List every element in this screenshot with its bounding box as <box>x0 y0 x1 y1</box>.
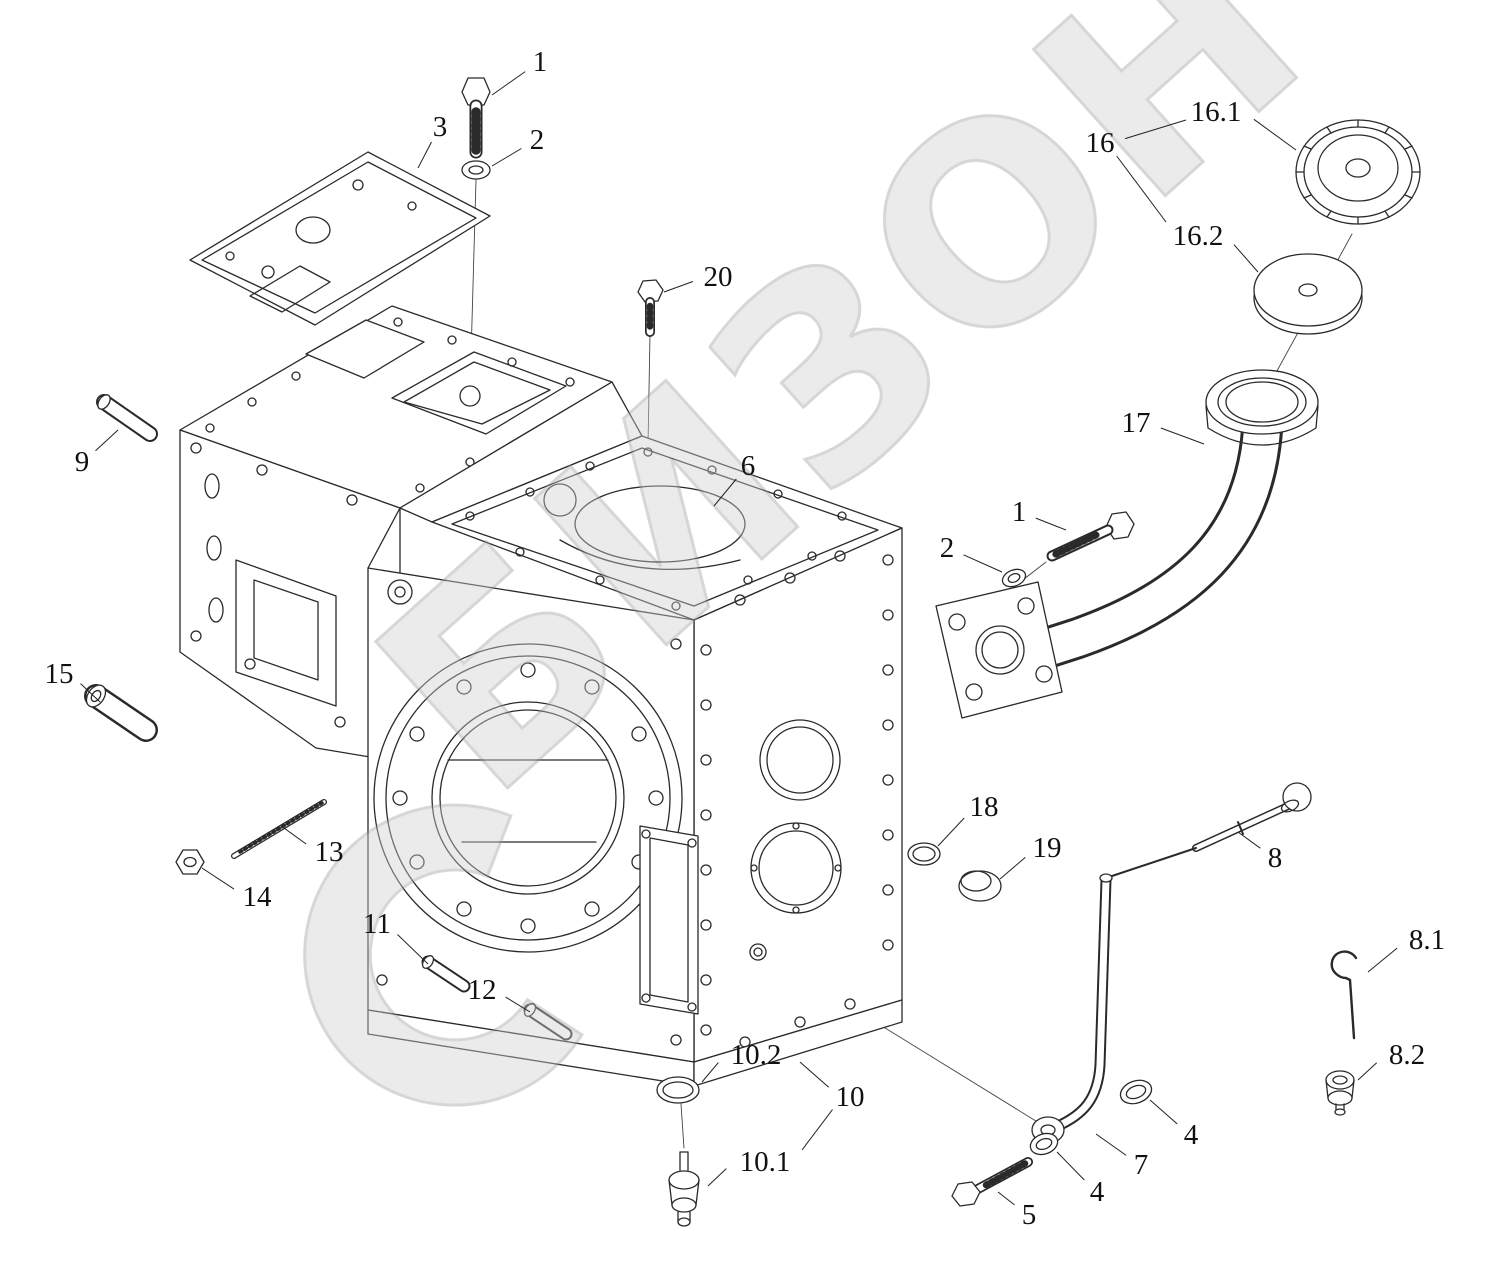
bolt-1-top <box>461 77 491 159</box>
washer-4-lower <box>1029 1132 1059 1156</box>
leader-line <box>1116 155 1167 223</box>
leader-line <box>801 1109 833 1151</box>
pin-9 <box>96 394 158 442</box>
leader-line <box>1357 1062 1378 1081</box>
bushing-15 <box>84 684 158 742</box>
plug-19 <box>958 870 1002 902</box>
callout-label: 1 <box>533 46 548 78</box>
housing-main <box>179 305 903 1087</box>
leader-line <box>963 554 1003 573</box>
callout-label: 8.2 <box>1389 1039 1425 1071</box>
leader-line <box>1095 1133 1127 1156</box>
leader-line <box>701 1062 719 1083</box>
callout-label: 8 <box>1268 842 1283 874</box>
stud-13 <box>231 799 327 859</box>
bolt-1-side <box>1046 511 1135 562</box>
callout-label: 7 <box>1134 1149 1149 1181</box>
hook-8-1 <box>1330 950 1358 1040</box>
leader-line <box>1253 118 1297 151</box>
washer-4-upper <box>1119 1079 1153 1105</box>
leader-line <box>80 683 101 703</box>
breather-10-1 <box>668 1151 700 1227</box>
leader-line <box>201 867 235 890</box>
leader-line <box>283 827 307 845</box>
callout-label: 17 <box>1122 407 1151 439</box>
callout-label: 3 <box>433 111 448 143</box>
leader-line <box>1124 119 1187 140</box>
leader-line <box>663 281 694 293</box>
leader-line <box>1149 1099 1178 1125</box>
plug-8-2 <box>1325 1070 1355 1116</box>
callout-label: 13 <box>315 836 344 868</box>
callout-label: 1 <box>1012 496 1027 528</box>
leader-line <box>1160 427 1205 445</box>
callout-label: 2 <box>940 532 955 564</box>
watermark-logo <box>303 803 584 1107</box>
filler-tube <box>995 369 1319 679</box>
oring-18 <box>907 842 941 866</box>
cover-plate <box>189 151 491 326</box>
callout-label: 16.2 <box>1173 220 1224 252</box>
filler-cap-16-1 <box>1295 119 1421 225</box>
leader-line <box>799 1061 830 1088</box>
oring-10-2 <box>656 1076 700 1104</box>
leader-line <box>491 71 526 96</box>
leader-line <box>1056 1151 1085 1181</box>
callout-label: 19 <box>1033 832 1062 864</box>
callout-label: 6 <box>741 450 756 482</box>
leader-line <box>491 148 522 167</box>
callout-label: 10.1 <box>740 1146 791 1178</box>
leader-line <box>937 817 965 847</box>
leader-line <box>1035 517 1067 531</box>
callout-label: 20 <box>704 261 733 293</box>
bolt-20 <box>637 279 664 337</box>
callout-label: 9 <box>75 446 90 478</box>
nut-14 <box>175 849 205 875</box>
callout-label: 16 <box>1086 127 1115 159</box>
washer-2-top <box>461 160 491 180</box>
leader-lines <box>80 71 1398 1206</box>
leader-line <box>397 934 429 965</box>
leader-line <box>1237 831 1261 849</box>
callout-label: 11 <box>363 908 391 940</box>
callout-label: 2 <box>530 124 545 156</box>
leader-line <box>1233 244 1259 273</box>
callout-label: 4 <box>1184 1119 1199 1151</box>
callout-label: 18 <box>970 791 999 823</box>
tube-flange <box>935 581 1063 719</box>
oil-tube-7 <box>1031 873 1113 1144</box>
callout-label: 12 <box>468 974 497 1006</box>
callout-label: 10.2 <box>731 1039 782 1071</box>
leader-line <box>1367 947 1398 973</box>
leader-line <box>713 478 737 507</box>
banjo-bolt-5 <box>951 1157 1033 1207</box>
leader-line <box>417 141 432 169</box>
leader-line <box>999 857 1026 880</box>
callout-label: 10 <box>836 1081 865 1113</box>
cap-washer-16-2 <box>1253 253 1363 335</box>
callout-label: 15 <box>45 658 74 690</box>
leader-line <box>505 996 531 1013</box>
leader-line <box>997 1191 1015 1206</box>
washer-2-side <box>1001 568 1027 588</box>
callout-label: 4 <box>1090 1176 1105 1208</box>
callout-label: 5 <box>1022 1199 1037 1231</box>
pin-11 <box>421 955 471 993</box>
leader-line <box>95 429 119 452</box>
leader-line <box>707 1168 727 1187</box>
callout-label: 8.1 <box>1409 924 1445 956</box>
pin-12 <box>523 1003 573 1041</box>
dipstick-8 <box>1111 782 1312 877</box>
callout-label: 16.1 <box>1191 96 1242 128</box>
callout-label: 14 <box>243 881 273 913</box>
